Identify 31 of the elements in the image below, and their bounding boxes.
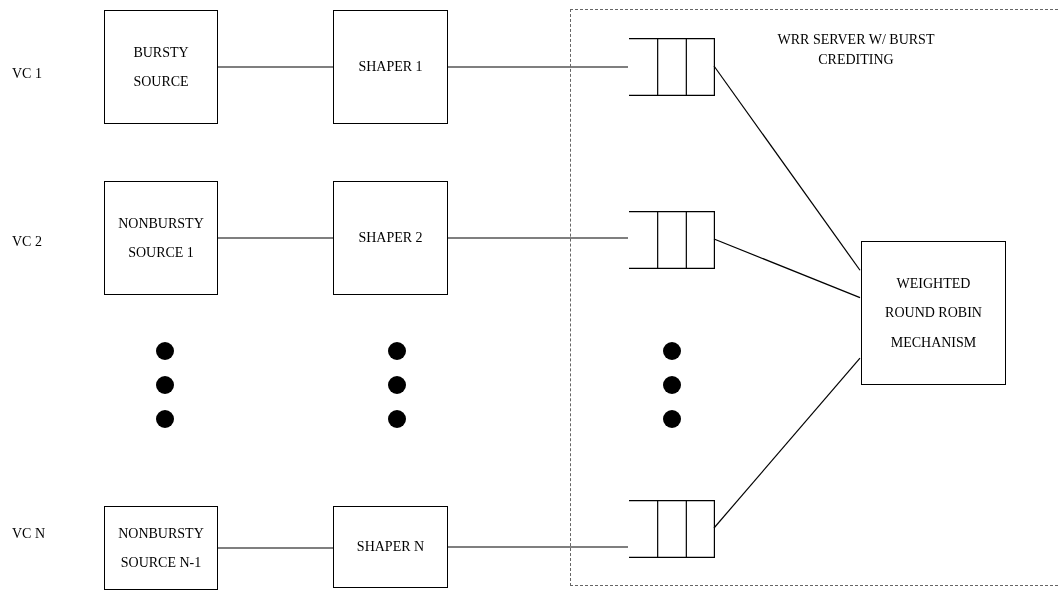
dashed-server-region <box>570 9 1058 586</box>
process-box <box>104 10 218 124</box>
queue-symbol <box>629 38 715 96</box>
process-box <box>104 506 218 590</box>
connector-line <box>447 546 629 548</box>
connector-line <box>713 357 861 529</box>
box-label: BURSTY SOURCE <box>132 43 190 91</box>
queue-symbol <box>629 500 715 558</box>
box-label: WEIGHTED ROUND ROBIN MECHANISM <box>884 274 983 352</box>
box-label: SHAPER N <box>355 538 426 557</box>
connector-line <box>217 66 334 68</box>
connector-line <box>217 237 334 239</box>
channel-label: VC N <box>12 526 46 542</box>
process-box <box>861 241 1006 385</box>
queue-symbol <box>629 211 715 269</box>
connector-line <box>713 238 861 299</box>
process-box <box>104 181 218 295</box>
box-label: NONBURSTY SOURCE 1 <box>117 214 205 262</box>
box-label: SHAPER 2 <box>357 229 424 248</box>
connector-line <box>447 237 629 239</box>
process-box <box>333 10 448 124</box>
box-label: SHAPER 1 <box>357 58 424 77</box>
process-box <box>333 181 448 295</box>
connector-line <box>713 65 861 271</box>
connector-line <box>447 66 629 68</box>
connector-line <box>217 547 334 549</box>
process-box <box>333 506 448 588</box>
channel-label: VC 1 <box>12 66 42 82</box>
box-label: NONBURSTY SOURCE N-1 <box>117 524 205 572</box>
channel-label: VC 2 <box>12 234 42 250</box>
region-heading: WRR SERVER W/ BURST CREDITING <box>776 31 936 70</box>
